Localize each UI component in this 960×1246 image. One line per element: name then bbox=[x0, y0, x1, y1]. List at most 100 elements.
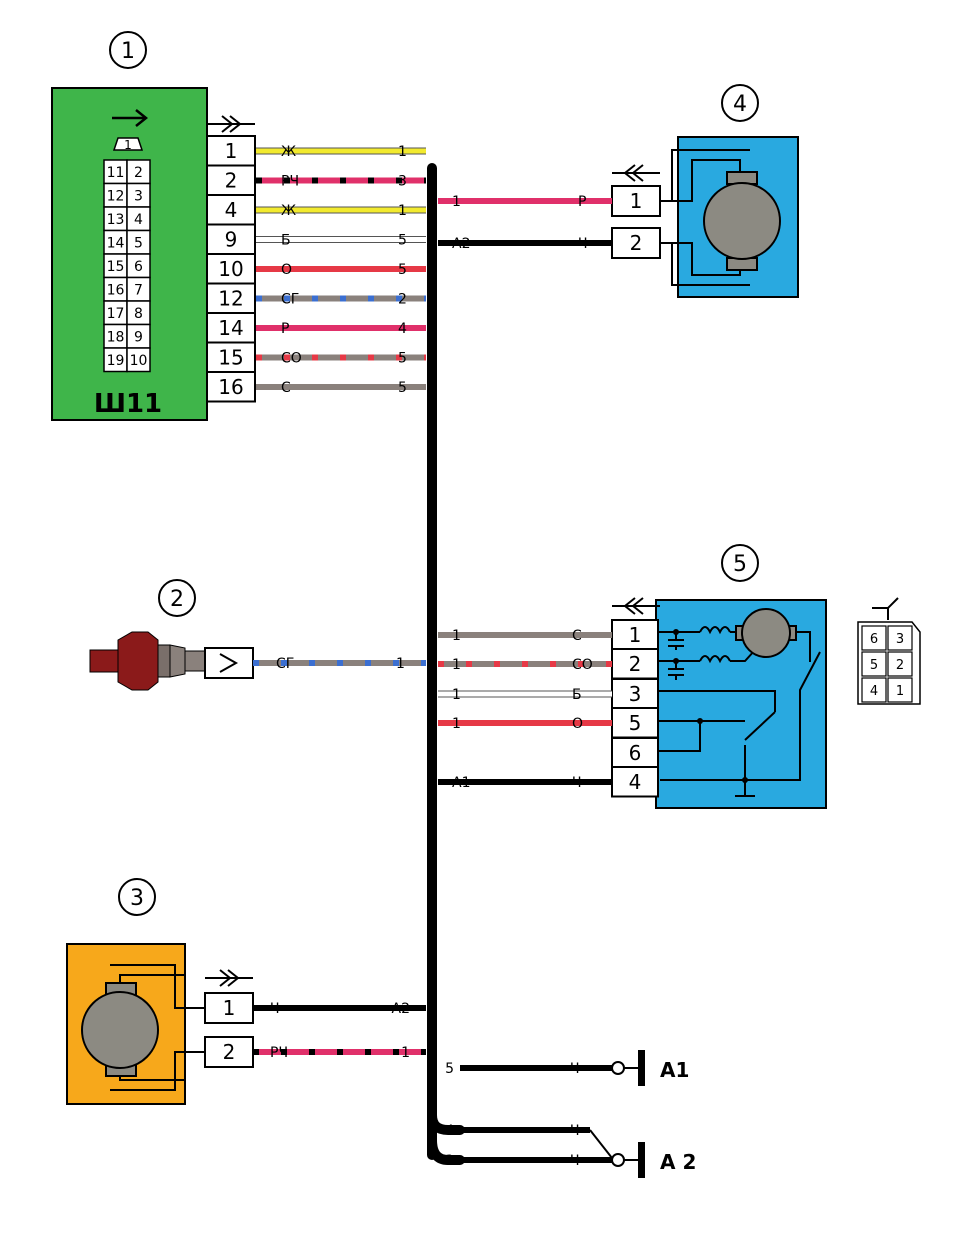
terminal-number: 2 bbox=[630, 231, 643, 255]
socket-pin-label: 18 bbox=[107, 330, 125, 346]
junction-dot bbox=[697, 718, 703, 724]
motor-unit-4: 4 12 bbox=[611, 84, 799, 298]
wire-color-label: Р bbox=[578, 194, 586, 210]
internal-wiring bbox=[660, 149, 750, 286]
arrow-right-icon bbox=[112, 109, 149, 127]
terminal: 12 bbox=[206, 282, 256, 314]
socket-pin-label: 8 bbox=[134, 306, 143, 322]
ground-label: А1 bbox=[660, 1058, 689, 1082]
socket-pin-label: 19 bbox=[107, 353, 125, 369]
terminal-number: 15 bbox=[218, 345, 243, 369]
socket-pin-label: 5 bbox=[870, 658, 878, 673]
socket-pin-label: 15 bbox=[107, 259, 125, 275]
wire-bundle-trunk bbox=[427, 163, 465, 1165]
bus-end-label: 3 bbox=[398, 174, 407, 190]
wire-color-label: С bbox=[572, 628, 582, 644]
sensor-icon bbox=[89, 631, 206, 691]
marker-3 bbox=[118, 878, 156, 916]
socket-pin-label: 5 bbox=[134, 236, 143, 252]
motor-icon bbox=[81, 982, 159, 1077]
terminal-number: 9 bbox=[225, 227, 238, 251]
bus-end-label: 1 bbox=[398, 203, 407, 219]
socket-pin-label: 3 bbox=[134, 189, 143, 205]
junction-dot bbox=[673, 629, 679, 635]
unit-body bbox=[655, 599, 827, 809]
bus-end-label: 1 bbox=[452, 194, 461, 210]
sensor-plug bbox=[204, 647, 254, 679]
socket-pin-label: 1 bbox=[124, 138, 132, 152]
ground-eyelet-icon bbox=[611, 1061, 625, 1075]
socket-pin-label: 14 bbox=[107, 236, 125, 252]
wire-color-label: РЧ bbox=[270, 1045, 288, 1061]
terminal-number: 12 bbox=[218, 286, 243, 310]
terminal: 10 bbox=[206, 253, 256, 285]
terminal: 16 bbox=[206, 371, 256, 403]
marker-2 bbox=[158, 579, 196, 617]
terminal-number: 10 bbox=[218, 257, 243, 281]
bus-end-label: А2 bbox=[392, 1001, 410, 1017]
terminal-number: 2 bbox=[225, 168, 238, 192]
terminal: 1 bbox=[611, 185, 661, 217]
terminal: 1 bbox=[206, 135, 256, 167]
terminal-number: 2 bbox=[223, 1040, 236, 1064]
terminal: 9 bbox=[206, 223, 256, 255]
bus-end-label: 2 bbox=[398, 292, 407, 308]
socket-symbol-icon bbox=[612, 164, 660, 182]
wire-color-label: СО bbox=[572, 657, 593, 673]
socket-pin-label: 2 bbox=[134, 165, 143, 181]
terminal-number: 1 bbox=[630, 189, 643, 213]
terminal-number: 16 bbox=[218, 375, 243, 399]
bus-end-label: 5 bbox=[398, 380, 407, 396]
socket-pin-label: 11 bbox=[107, 165, 125, 181]
bus-end-label: 5 bbox=[398, 262, 407, 278]
terminal: 14 bbox=[206, 312, 256, 344]
ground-label: А 2 bbox=[660, 1150, 696, 1174]
bus-end-label: 5 bbox=[398, 351, 407, 367]
ground-bar-icon bbox=[638, 1142, 645, 1178]
ground-a2: А 2 4 3 Ч Ч bbox=[445, 1123, 696, 1178]
wire-color-label: Ч bbox=[570, 1123, 580, 1139]
junction-dot bbox=[742, 777, 748, 783]
marker-5 bbox=[721, 544, 759, 582]
terminal: 3 bbox=[611, 678, 659, 710]
wire-color-label: СО bbox=[281, 351, 302, 367]
wire-color-label: Ч bbox=[572, 775, 582, 791]
socket-pin-label: 12 bbox=[107, 189, 125, 205]
marker-1-label: 1 bbox=[121, 39, 135, 64]
terminal: 2 bbox=[611, 648, 659, 680]
wire-color-label: Ч bbox=[570, 1061, 580, 1077]
socket-pin-label: 6 bbox=[134, 259, 143, 275]
terminal: 4 bbox=[611, 766, 659, 798]
wire-color-label: РЧ bbox=[281, 174, 299, 190]
block-name: Ш11 bbox=[94, 389, 162, 419]
ground-points: А1 5 Ч А 2 4 3 Ч Ч bbox=[445, 1050, 696, 1178]
socket-pin-label: 4 bbox=[134, 212, 143, 228]
terminal: 4 bbox=[206, 194, 256, 226]
ground-bar-icon bbox=[638, 1050, 645, 1086]
marker-3-label: 3 bbox=[130, 886, 144, 911]
terminal: 2 bbox=[611, 227, 661, 259]
wire-color-label: Ч bbox=[570, 1153, 580, 1169]
terminal-column: 12 bbox=[611, 185, 661, 259]
terminal-number: 6 bbox=[629, 741, 642, 765]
socket-pin-label: 17 bbox=[107, 306, 125, 322]
socket-pin-label: 9 bbox=[134, 330, 143, 346]
terminal: 1 bbox=[204, 992, 254, 1024]
bus-end-label: 1 bbox=[452, 716, 461, 732]
terminal: 2 bbox=[204, 1036, 254, 1068]
bus-end-label: 1 bbox=[452, 628, 461, 644]
marker-1 bbox=[109, 31, 147, 69]
bus-end-label: А1 bbox=[452, 775, 470, 791]
bus-end-label: 5 bbox=[445, 1061, 454, 1077]
socket-pin-label: 10 bbox=[130, 353, 148, 369]
terminal: 1 bbox=[611, 619, 659, 651]
plug-symbol-icon bbox=[205, 969, 253, 987]
socket-pin-label: 7 bbox=[134, 283, 143, 299]
socket-pin-label: 13 bbox=[107, 212, 125, 228]
